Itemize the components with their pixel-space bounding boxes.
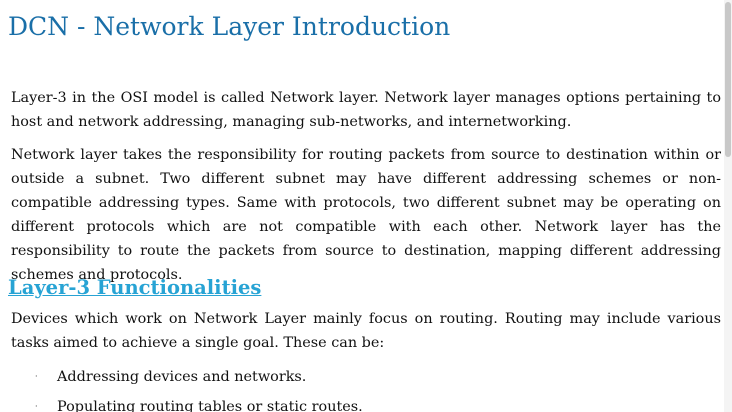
responsibility-paragraph: Network layer takes the responsibility f… <box>11 147 721 283</box>
list-item: · Populating routing tables or static ro… <box>0 395 720 412</box>
list-item-text: Populating routing tables or static rout… <box>57 399 363 412</box>
bullet-icon: · <box>35 402 38 411</box>
intro-paragraph: Layer-3 in the OSI model is called Netwo… <box>11 90 721 130</box>
vertical-scrollbar[interactable] <box>724 0 732 412</box>
scrollbar-thumb[interactable] <box>725 2 731 157</box>
page-title: DCN - Network Layer Introduction <box>8 12 451 41</box>
bullet-icon: · <box>35 372 38 381</box>
section-intro-paragraph: Devices which work on Network Layer main… <box>11 311 721 351</box>
functionalities-list: · Addressing devices and networks. · Pop… <box>0 365 720 412</box>
list-item-text: Addressing devices and networks. <box>57 369 307 385</box>
section-heading-layer3-functionalities[interactable]: Layer-3 Functionalities <box>8 276 262 299</box>
list-item: · Addressing devices and networks. <box>0 365 720 395</box>
